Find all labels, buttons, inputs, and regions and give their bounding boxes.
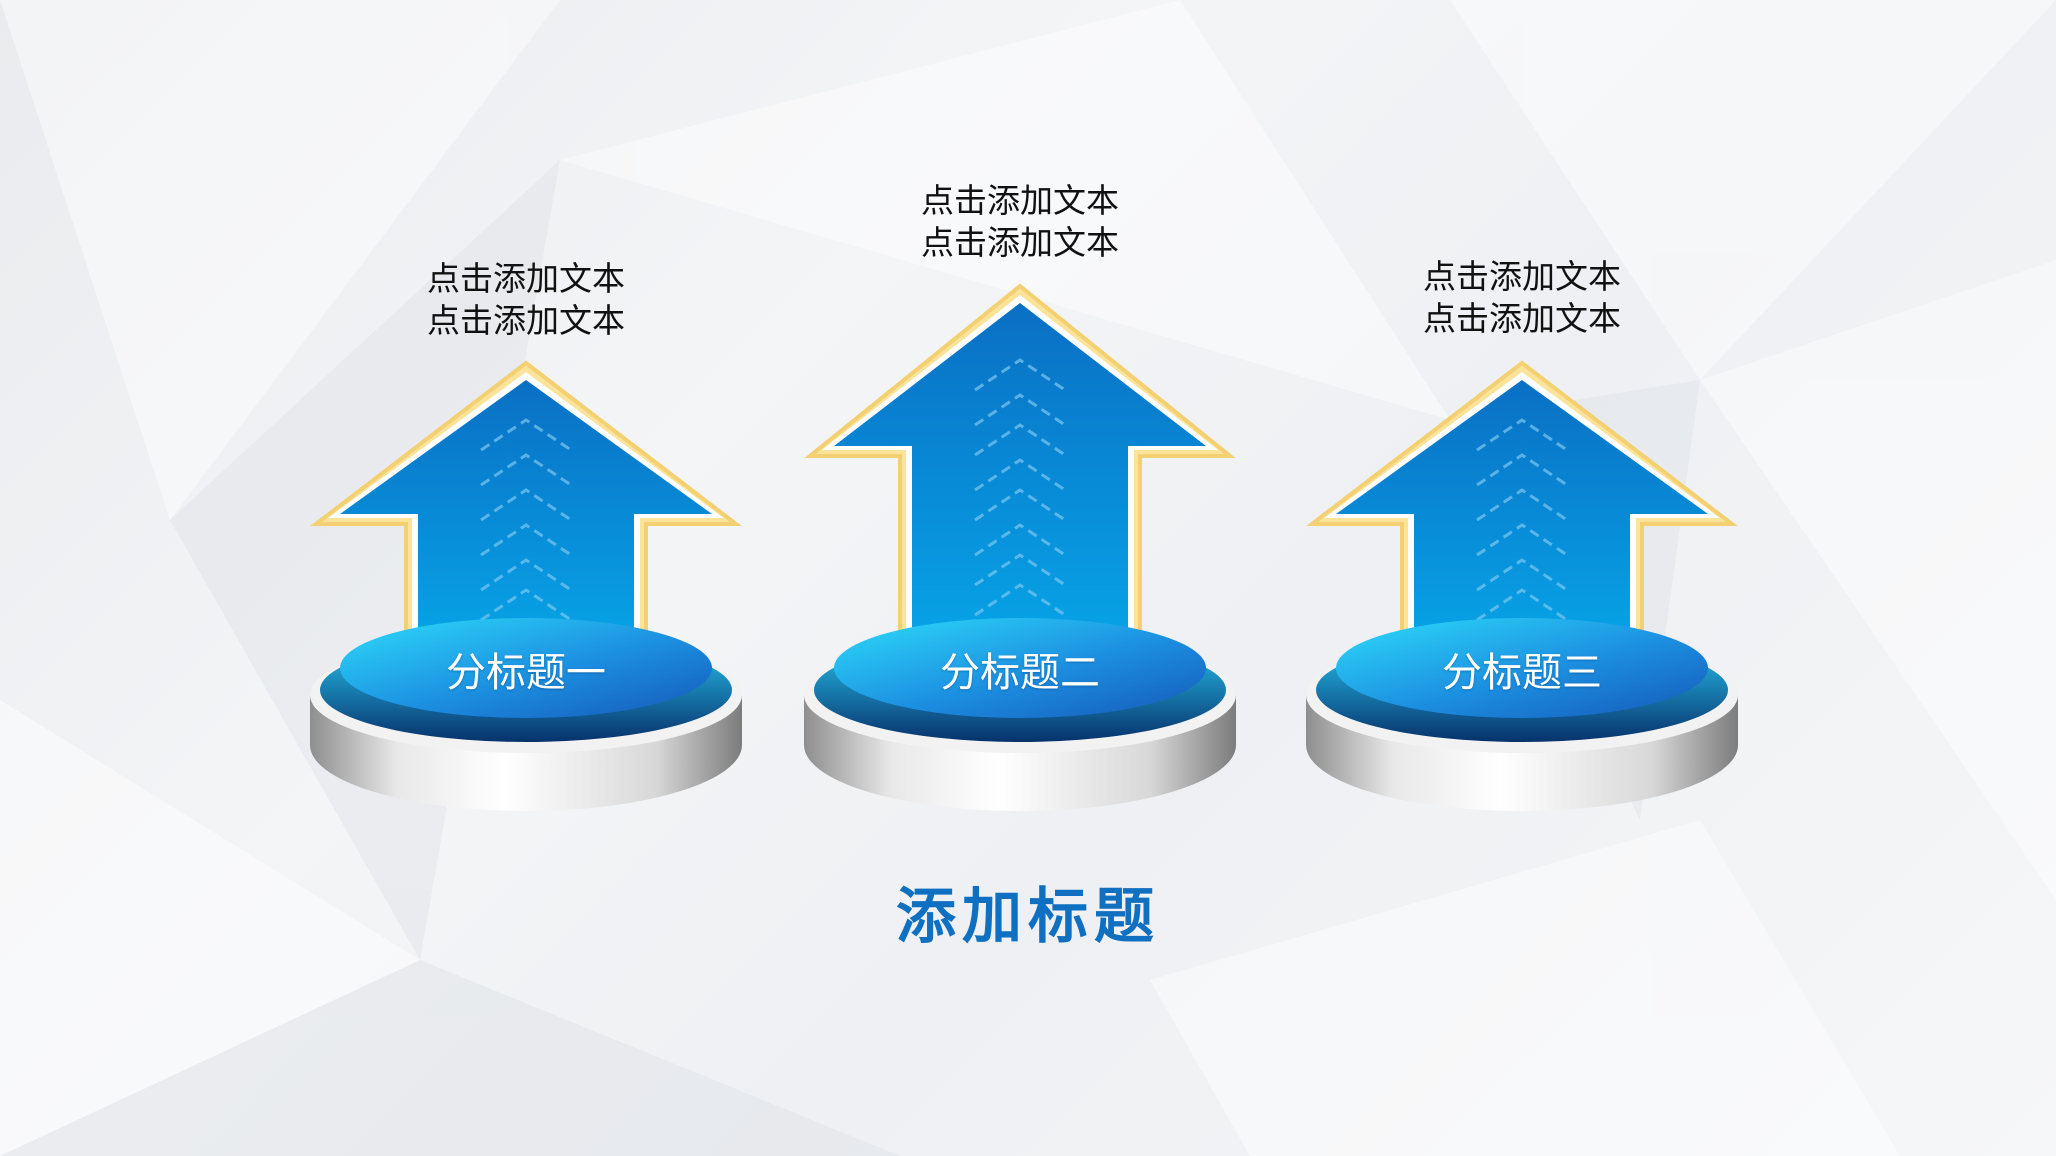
subtitle-3[interactable]: 分标题三 [1442,650,1602,696]
up-arrow-icon [310,360,742,642]
subtitle-2[interactable]: 分标题二 [940,650,1100,696]
arrow-item-1: 点击添加文本 点击添加文本 分标题一 [296,0,756,860]
slide-title[interactable]: 添加标题 [896,882,1160,952]
platform-base [310,618,742,811]
arrow-item-3: 点击添加文本 点击添加文本 分标题三 [1292,0,1752,860]
up-arrow-icon [804,283,1236,642]
subtitle-1[interactable]: 分标题一 [446,650,606,696]
caption-2[interactable]: 点击添加文本 点击添加文本 [921,181,1119,262]
caption-3[interactable]: 点击添加文本 点击添加文本 [1423,257,1621,338]
arrow-item-2: 点击添加文本 点击添加文本 分标题二 [790,0,1250,860]
up-arrow-icon [1306,360,1738,642]
platform-base [804,618,1236,811]
platform-base [1306,618,1738,811]
caption-1[interactable]: 点击添加文本 点击添加文本 [427,259,625,340]
